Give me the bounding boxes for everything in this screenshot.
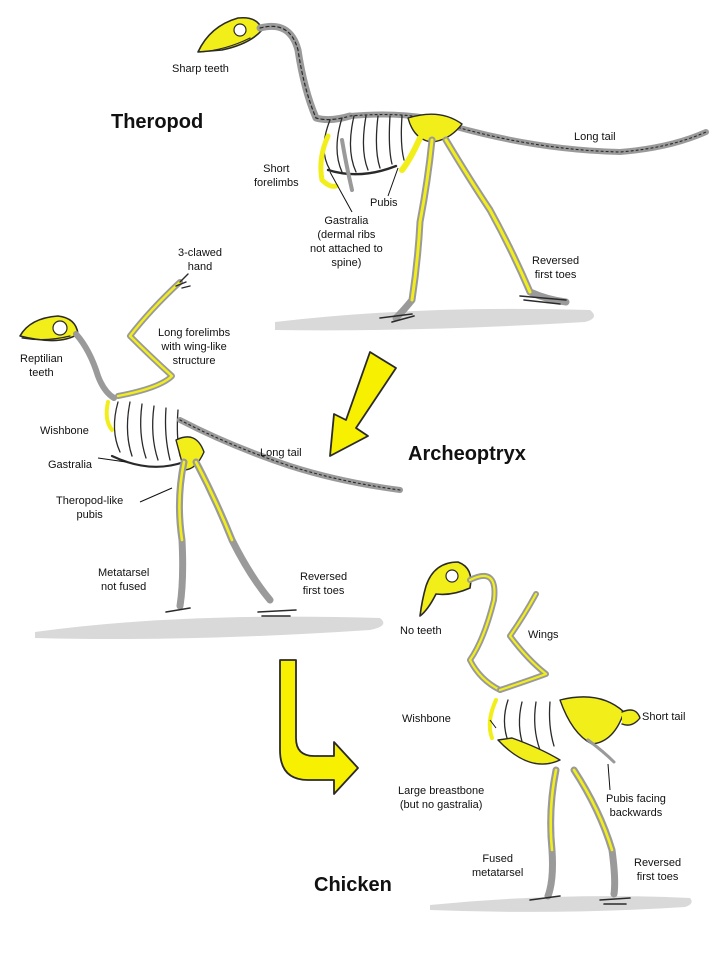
chicken-pubis: [586, 738, 616, 764]
archeoptryx-jaw: [21, 335, 71, 341]
ground-shadows: [35, 308, 692, 912]
theropod-front-foot: [379, 313, 415, 323]
title-theropod: Theropod: [111, 111, 204, 133]
label-reptilian-teeth: Reptilian teeth: [20, 353, 63, 379]
label-reversed-first-toes-chicken: Reversed first toes: [634, 857, 682, 883]
label-no-teeth: No teeth: [400, 625, 442, 637]
label-wishbone-archeoptryx: Wishbone: [40, 425, 89, 437]
title-archeoptryx: Archeoptryx: [408, 443, 526, 465]
archeoptryx-skull: [19, 315, 79, 342]
theropod-gastralia: [326, 164, 398, 176]
chicken-feet: [529, 895, 631, 905]
archeoptryx-feet: [165, 607, 297, 617]
chicken-neck-hl: [468, 574, 502, 692]
chicken-breastbone: [497, 737, 561, 765]
archeoptryx-tail-outline: [179, 419, 401, 491]
theropod-skull: [197, 16, 263, 53]
theropod-front-leg-hl: [410, 138, 434, 302]
theropod-neck: [256, 22, 354, 124]
archeoptryx-neck: [73, 331, 117, 401]
theropod-jaw: [199, 37, 251, 53]
archeoptryx-claws: [175, 273, 191, 289]
label-pubis: Pubis: [370, 197, 398, 209]
archeoptryx-legs-hl: [178, 460, 234, 542]
theropod-ground: [275, 308, 594, 331]
title-chicken: Chicken: [314, 874, 392, 896]
label-short-forelimbs: Short forelimbs: [254, 163, 299, 189]
theropod-ribs: [323, 115, 405, 173]
theropod-neck-outline: [259, 25, 351, 121]
label-theropod-like-pubis: Theropod-like pubis: [56, 495, 124, 521]
label-wishbone-chicken: Wishbone: [402, 713, 451, 725]
chicken-back-leg: [570, 766, 619, 898]
label-reversed-first-toes-archeoptryx: Reversed first toes: [300, 571, 348, 597]
theropod-forelimb-2: [340, 138, 354, 192]
label-short-tail: Short tail: [642, 711, 686, 723]
chicken-tail: [621, 709, 641, 726]
theropod-tail: [347, 111, 709, 155]
chicken-legs-hl: [549, 768, 614, 852]
label-gastralia-archeoptryx: Gastralia: [48, 459, 93, 471]
label-long-forelimbs: Long forelimbs with wing-like structure: [158, 327, 231, 367]
chicken-ground: [430, 896, 692, 912]
label-sharp-teeth: Sharp teeth: [172, 63, 229, 75]
chicken-skull: [419, 561, 472, 617]
archeoptryx-skeleton: [19, 273, 403, 617]
theropod-pubis-bone: [399, 135, 423, 173]
label-wings: Wings: [528, 629, 559, 641]
label-metatarsel-not-fused: Metatarsel not fused: [98, 567, 150, 593]
label-reversed-first-toes-theropod: Reversed first toes: [532, 255, 580, 281]
leader-lines: [97, 167, 611, 791]
theropod-back-leg-hl: [444, 138, 532, 294]
chicken-eye: [445, 569, 459, 583]
archeoptryx-ribs: [113, 401, 181, 461]
theropod-eye: [233, 23, 247, 37]
label-3-clawed-hand: 3-clawed hand: [178, 247, 223, 273]
theropod-forelimb: [318, 133, 339, 189]
label-fused-metatarsel: Fused metatarsel: [472, 853, 524, 879]
chicken-wishbone: [487, 698, 498, 740]
archeoptryx-gastralia: [110, 454, 186, 468]
theropod-back-foot: [519, 295, 567, 305]
theropod-skeleton: [197, 16, 709, 323]
archeoptryx-wishbone: [104, 400, 114, 432]
arrow-bent-right: [279, 659, 359, 795]
archeoptryx-eye: [52, 320, 68, 336]
chicken-pelvis: [559, 696, 625, 745]
label-long-tail-archeoptryx: Long tail: [260, 447, 302, 459]
label-pubis-facing-backwards: Pubis facing backwards: [606, 793, 666, 819]
theropod-pelvis: [407, 113, 463, 143]
arrow-down-left: [329, 351, 397, 457]
chicken-skeleton: [419, 561, 641, 905]
label-long-tail-theropod: Long tail: [574, 131, 616, 143]
archeoptryx-ground: [35, 616, 384, 639]
archeoptryx-wing-arm-hl: [116, 280, 182, 398]
chicken-wing-hl: [498, 592, 548, 692]
label-large-breastbone: Large breastbone (but no gastralia): [398, 785, 485, 811]
label-gastralia-theropod: Gastralia (dermal ribs not attached to s…: [310, 215, 383, 269]
theropod-tail-outline: [349, 113, 707, 153]
